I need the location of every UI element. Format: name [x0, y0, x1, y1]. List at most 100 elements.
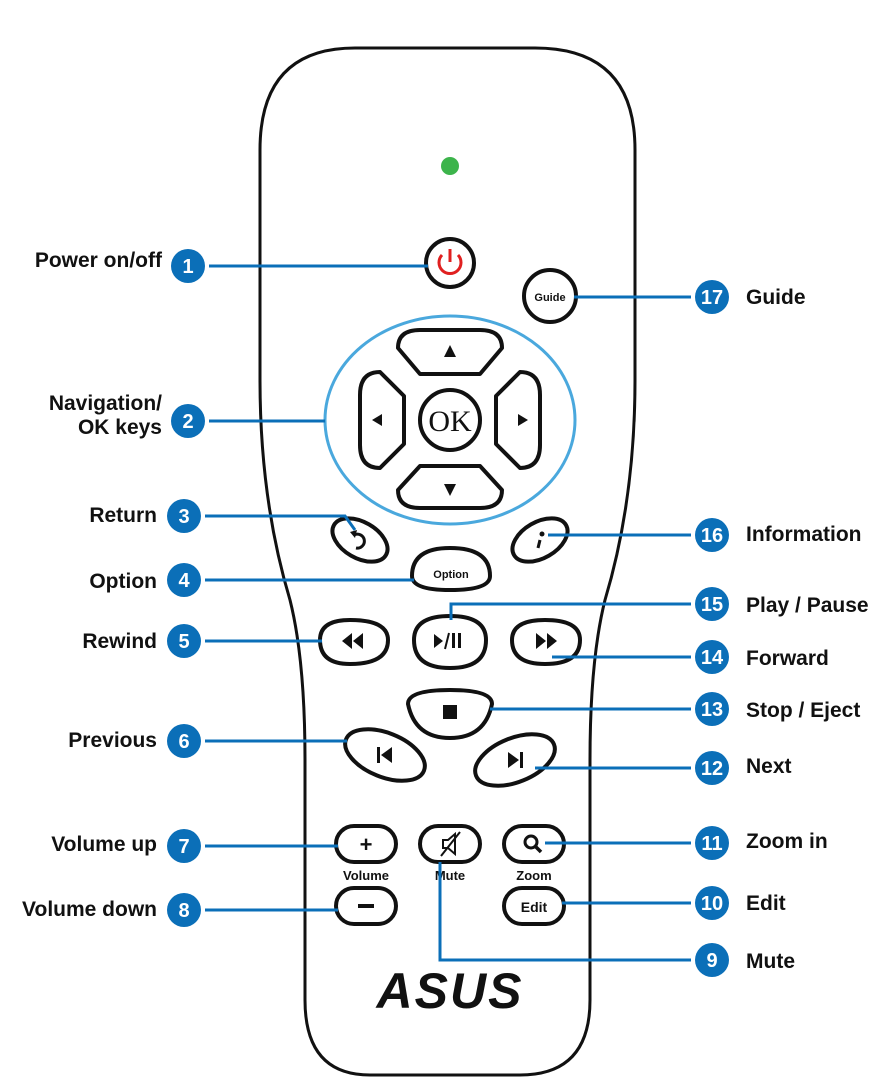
volume-sub-label: Volume [343, 868, 389, 883]
arrow-up-icon [444, 345, 456, 357]
forward-icon [536, 633, 557, 649]
callout-badge-15: 15 [695, 587, 729, 621]
callout-label-6: Previous [68, 729, 157, 752]
callout-number-3: 3 [178, 506, 189, 528]
callout-number-2: 2 [182, 411, 193, 433]
stop-eject-button[interactable] [405, 687, 495, 741]
callout-number-9: 9 [706, 950, 717, 972]
callout-label-9: Mute [746, 950, 795, 973]
nav-up-button[interactable] [396, 328, 504, 376]
callout-number-7: 7 [178, 836, 189, 858]
callout-line-3 [205, 514, 357, 531]
previous-icon [377, 747, 392, 763]
callout-badge-11: 11 [695, 826, 729, 860]
callout-badge-5: 5 [167, 624, 201, 658]
zoom-sub-label: Zoom [516, 868, 551, 883]
callout-label-10: Edit [746, 892, 786, 915]
callout-number-8: 8 [178, 900, 189, 922]
callout-badge-3: 3 [167, 499, 201, 533]
callout-line-15 [449, 602, 691, 620]
status-led [441, 157, 459, 175]
option-button[interactable]: Option [409, 545, 493, 593]
callout-number-15: 15 [701, 594, 723, 616]
callout-number-16: 16 [701, 525, 723, 547]
nav-down-button[interactable] [396, 464, 504, 510]
zoom-icon [523, 834, 543, 854]
guide-button[interactable]: Guide [522, 268, 578, 324]
mute-icon [440, 831, 461, 857]
callout-label-16: Information [746, 523, 862, 546]
callout-label-15: Play / Pause [746, 594, 869, 617]
callout-number-12: 12 [701, 758, 723, 780]
callout-label-2: Navigation/ OK keys [48, 392, 162, 440]
power-button[interactable] [424, 237, 476, 289]
callout-number-14: 14 [701, 647, 724, 669]
callout-number-5: 5 [178, 631, 189, 653]
callout-badge-14: 14 [695, 640, 729, 674]
plus-icon: + [360, 832, 373, 857]
return-icon [353, 532, 366, 550]
callout-badge-4: 4 [167, 563, 201, 597]
callout-badge-12: 12 [695, 751, 729, 785]
information-button[interactable] [505, 509, 575, 570]
callout-number-6: 6 [178, 731, 189, 753]
asus-logo: ASUS [375, 963, 524, 1019]
callout-badge-9: 9 [695, 943, 729, 977]
callout-number-13: 13 [701, 699, 723, 721]
callout-badge-13: 13 [695, 692, 729, 726]
mute-button[interactable] [418, 824, 482, 864]
arrow-down-icon [444, 484, 456, 496]
next-button[interactable] [468, 724, 562, 796]
volume-up-button[interactable]: + [334, 824, 398, 864]
stop-icon [443, 705, 457, 719]
previous-button[interactable] [338, 719, 432, 791]
callout-label-14: Forward [746, 647, 829, 670]
callout-badge-8: 8 [167, 893, 201, 927]
callout-number-4: 4 [178, 570, 190, 592]
callout-badge-10: 10 [695, 886, 729, 920]
return-button[interactable] [325, 509, 395, 570]
callout-label-7: Volume up [51, 833, 157, 856]
play-pause-button[interactable] [411, 613, 489, 671]
callout-badge-2: 2 [171, 404, 205, 438]
callout-label-8: Volume down [22, 898, 157, 921]
callout-label-4: Option [89, 570, 157, 593]
callout-badge-17: 17 [695, 280, 729, 314]
volume-down-button[interactable] [334, 886, 398, 926]
edit-button[interactable]: Edit [502, 886, 566, 926]
callout-badge-16: 16 [695, 518, 729, 552]
callout-line-9 [438, 862, 691, 962]
callout-label-13: Stop / Eject [746, 699, 861, 722]
callout-badge-6: 6 [167, 724, 201, 758]
mute-sub-label: Mute [435, 868, 465, 883]
callout-number-17: 17 [701, 287, 723, 309]
rewind-icon [342, 633, 363, 649]
guide-button-label: Guide [534, 292, 565, 304]
callout-number-10: 10 [701, 893, 723, 915]
next-icon [508, 752, 523, 768]
edit-button-label: Edit [521, 899, 548, 915]
minus-icon [358, 904, 374, 908]
callout-lines [205, 264, 691, 962]
callout-label-1: Power on/off [34, 249, 162, 272]
forward-button[interactable] [509, 617, 583, 667]
power-icon [437, 249, 463, 275]
callout-label-3: Return [89, 504, 157, 527]
option-button-label: Option [433, 569, 469, 581]
callout-number-1: 1 [182, 256, 193, 278]
callout-label-17: Guide [746, 286, 806, 309]
nav-right-button[interactable] [494, 370, 542, 470]
arrow-left-icon [372, 414, 382, 426]
callout-label-11: Zoom in [746, 830, 828, 853]
rewind-button[interactable] [317, 617, 391, 667]
info-icon [536, 531, 545, 549]
nav-left-button[interactable] [358, 370, 406, 470]
callout-label-12: Next [746, 755, 792, 778]
callout-badge-7: 7 [167, 829, 201, 863]
play-pause-icon [434, 632, 461, 650]
ok-button-label: OK [428, 405, 472, 438]
ok-button[interactable]: OK [418, 388, 482, 452]
